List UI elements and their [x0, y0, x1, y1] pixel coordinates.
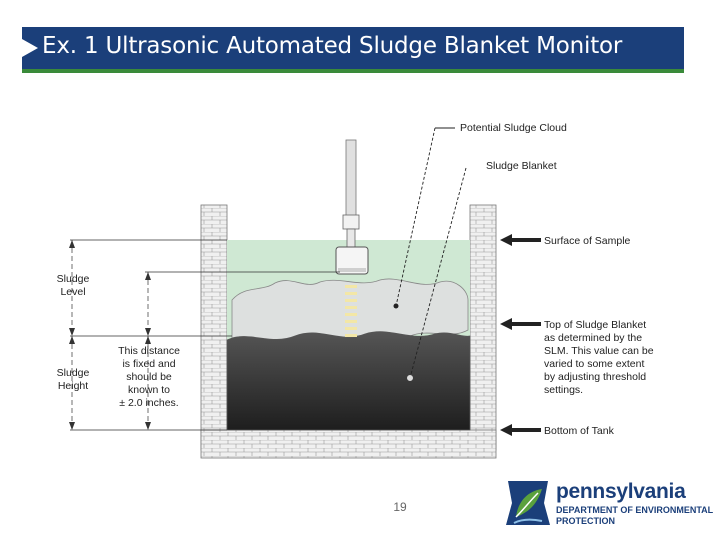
svg-text:Sludge: Sludge [57, 273, 90, 285]
svg-text:Level: Level [60, 286, 85, 298]
svg-text:as determined by the: as determined by the [544, 332, 642, 344]
svg-text:varied to some extent: varied to some extent [544, 358, 644, 370]
arrow-surface-icon [500, 234, 541, 246]
label-surface: Surface of Sample [544, 235, 631, 247]
sensor-pole [345, 139, 357, 221]
page-number: 19 [393, 500, 407, 514]
svg-text:± 2.0 inches.: ± 2.0 inches. [119, 397, 178, 409]
ultrasonic-beam [345, 285, 357, 337]
logo-name: pennsylvania [556, 480, 686, 503]
arrow-top-blanket-icon [500, 318, 541, 330]
slide-title: Ex. 1 Ultrasonic Automated Sludge Blanke… [42, 33, 623, 59]
svg-text:SLM. This value can be: SLM. This value can be [544, 345, 654, 357]
svg-text:known to: known to [128, 384, 170, 396]
label-distance-note: This distance is fixed and should be kno… [118, 345, 180, 409]
logo-subtitle: DEPARTMENT OF ENVIRONMENTAL PROTECTION [556, 505, 713, 527]
label-potential-cloud: Potential Sludge Cloud [460, 122, 567, 134]
svg-text:by adjusting threshold: by adjusting threshold [544, 371, 646, 383]
tank-right-wall [469, 204, 497, 451]
label-top-blanket: Top of Sludge Blanket as determined by t… [544, 319, 654, 396]
svg-text:Top of Sludge Blanket: Top of Sludge Blanket [544, 319, 646, 331]
keystone-leaf-icon [506, 481, 550, 525]
label-sludge-level: Sludge Level [57, 273, 90, 298]
arrow-bottom-icon [500, 424, 541, 436]
sensor-neck [346, 228, 356, 248]
logo-sub-line2: PROTECTION [556, 516, 616, 526]
sludge-blanket [226, 331, 471, 431]
label-sludge-blanket: Sludge Blanket [486, 160, 557, 172]
title-bar: Ex. 1 Ultrasonic Automated Sludge Blanke… [22, 27, 684, 73]
tank-left-wall [200, 204, 228, 451]
cloud-leader [395, 127, 436, 307]
tank-floor [200, 429, 497, 459]
svg-text:settings.: settings. [544, 384, 583, 396]
label-bottom: Bottom of Tank [544, 425, 615, 437]
logo-sub-line1: DEPARTMENT OF ENVIRONMENTAL [556, 505, 714, 515]
title-arrow-icon [22, 39, 38, 57]
blanket-leader [409, 167, 467, 379]
svg-text:This distance: This distance [118, 345, 180, 357]
svg-text:Sludge: Sludge [57, 367, 90, 379]
svg-text:should be: should be [126, 371, 172, 383]
sensor-head [335, 246, 369, 275]
svg-text:is fixed and: is fixed and [122, 358, 175, 370]
sensor-collar [342, 214, 360, 230]
pa-dep-logo: pennsylvania DEPARTMENT OF ENVIRONMENTAL… [500, 478, 715, 528]
sludge-cloud [231, 278, 469, 342]
svg-text:Height: Height [58, 380, 88, 392]
label-sludge-height: Sludge Height [57, 367, 90, 392]
